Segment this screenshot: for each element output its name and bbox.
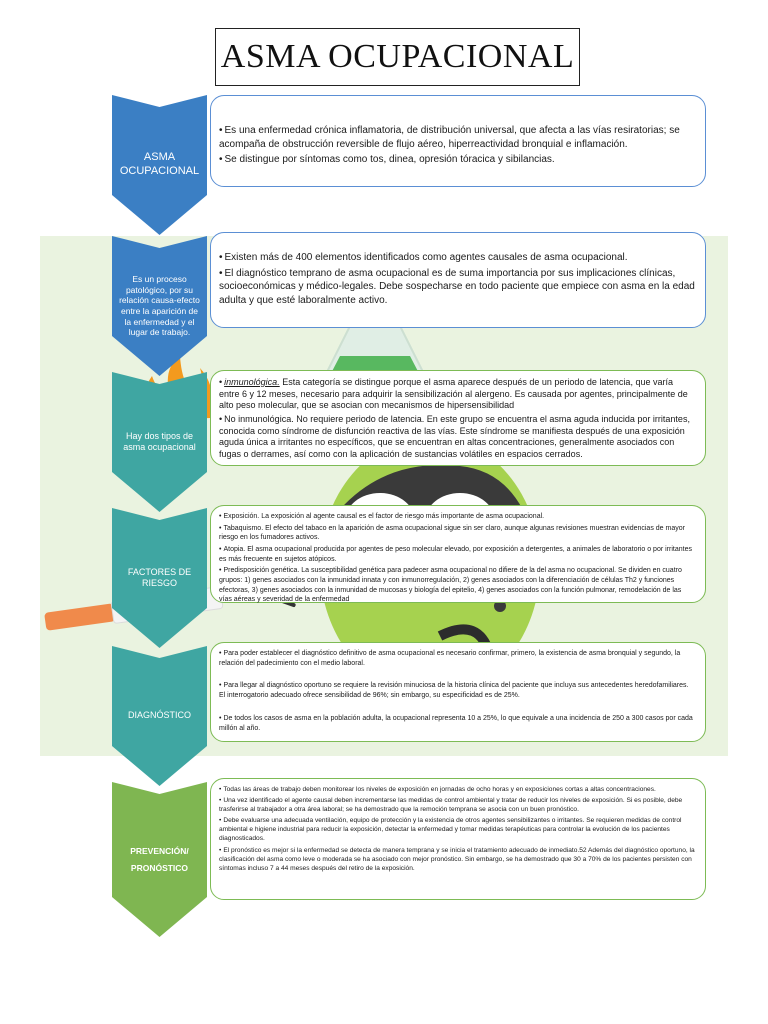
- title-box: ASMA OCUPACIONAL: [215, 28, 580, 86]
- card-factores: Exposición. La exposición al agente caus…: [210, 505, 706, 603]
- card-tipos: inmunológica. Esta categoría se distingu…: [210, 370, 706, 466]
- list-item: Todas las áreas de trabajo deben monitor…: [219, 785, 695, 794]
- section-label-tipos: Hay dos tipos de asma ocupacional: [112, 372, 207, 512]
- page-title: ASMA OCUPACIONAL: [220, 38, 575, 75]
- card-definicion: Es una enfermedad crónica inflamatoria, …: [210, 95, 706, 187]
- list-item: inmunológica. Esta categoría se distingu…: [219, 377, 695, 412]
- list-item: Debe evaluarse una adecuada ventilación,…: [219, 816, 695, 843]
- list-item: Tabaquismo. El efecto del tabaco en la a…: [219, 524, 695, 543]
- list-item: Existen más de 400 elementos identificad…: [219, 251, 695, 265]
- list-item: Es una enfermedad crónica inflamatoria, …: [219, 124, 695, 151]
- section-label-proceso-patologico: Es un proceso patológico, por su relació…: [112, 236, 207, 376]
- list-item: De todos los casos de asma en la poblaci…: [219, 714, 695, 734]
- list-item: Para llegar al diagnóstico oportuno se r…: [219, 681, 695, 701]
- prevencion-label-line1: PREVENCIÓN/: [130, 846, 189, 857]
- section-label-diagnostico: DIAGNÓSTICO: [112, 646, 207, 786]
- list-item: Predisposición genética. La susceptibili…: [219, 566, 695, 605]
- list-item: Para poder establecer el diagnóstico def…: [219, 649, 695, 669]
- list-item: Exposición. La exposición al agente caus…: [219, 512, 695, 522]
- card-proceso: Existen más de 400 elementos identificad…: [210, 232, 706, 328]
- item-lead: inmunológica.: [224, 377, 280, 387]
- list-item: No inmunológica. No requiere periodo de …: [219, 414, 695, 461]
- list-item: El pronóstico es mejor si la enfermedad …: [219, 846, 695, 873]
- prevencion-label-line2: PRONÓSTICO: [130, 862, 189, 873]
- section-label-asma-ocupacional: ASMA OCUPACIONAL: [112, 95, 207, 235]
- card-prevencion: Todas las áreas de trabajo deben monitor…: [210, 778, 706, 900]
- list-item: Se distingue por síntomas como tos, dine…: [219, 153, 695, 167]
- section-label-prevencion: PREVENCIÓN/ PRONÓSTICO: [112, 782, 207, 937]
- list-item: El diagnóstico temprano de asma ocupacio…: [219, 267, 695, 308]
- list-item: Atopia. El asma ocupacional producida po…: [219, 545, 695, 564]
- section-label-factores-riesgo: FACTORES DE RIESGO: [112, 508, 207, 648]
- list-item: Una vez identificado el agente causal de…: [219, 796, 695, 814]
- card-diagnostico: Para poder establecer el diagnóstico def…: [210, 642, 706, 742]
